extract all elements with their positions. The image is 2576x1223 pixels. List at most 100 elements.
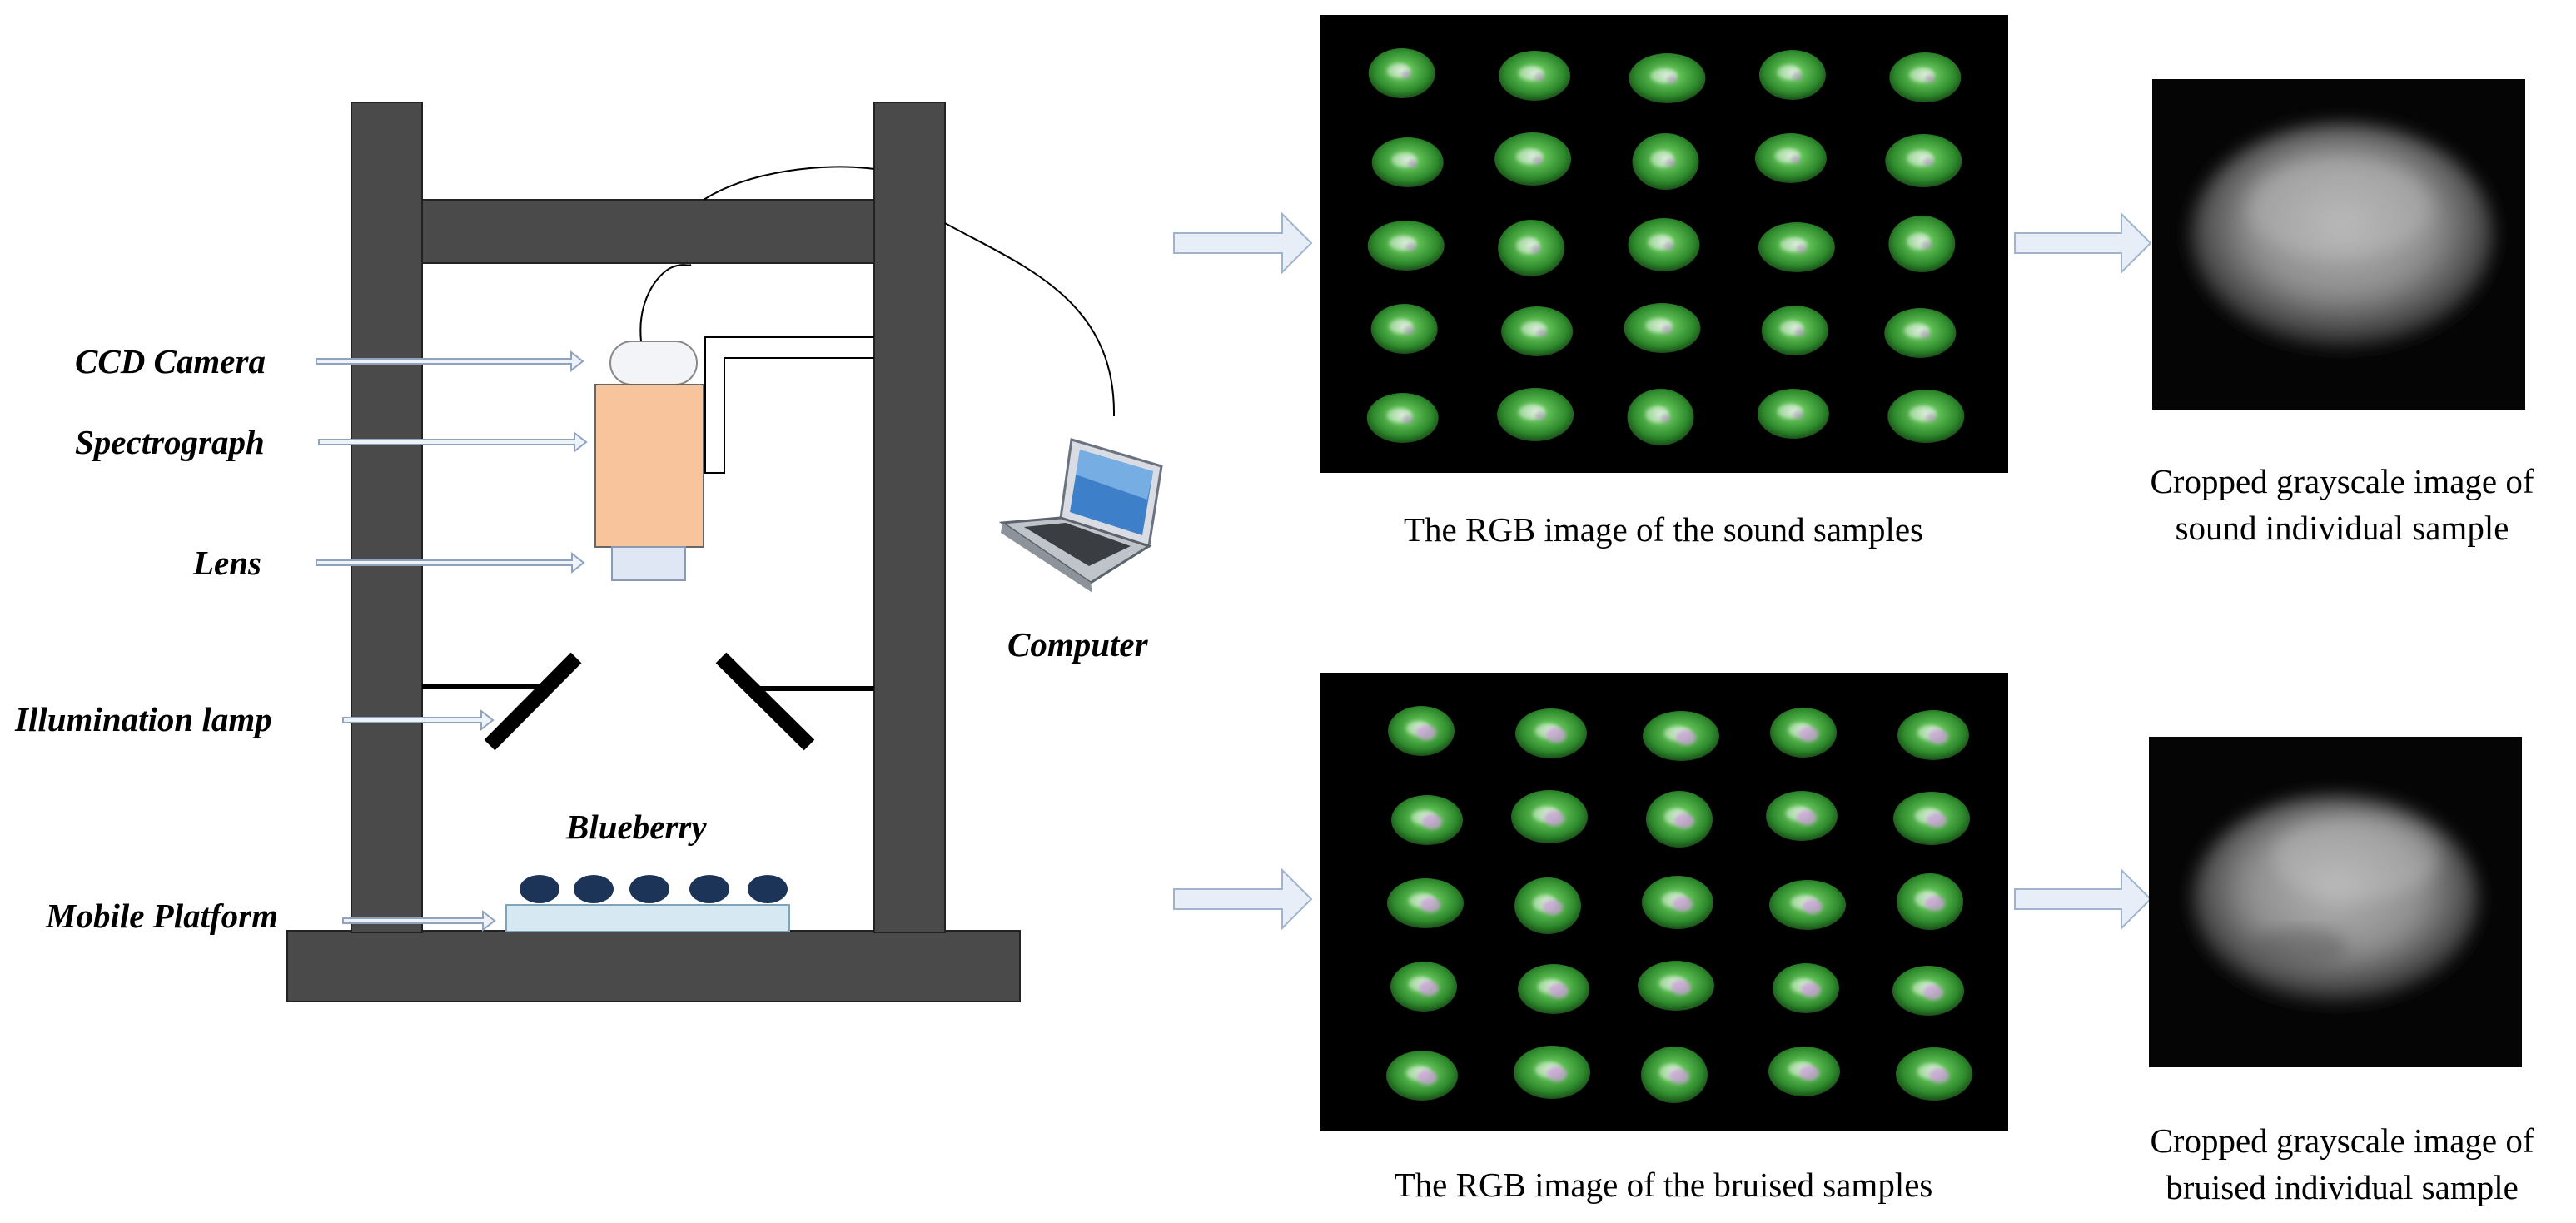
illumination-lamp-right — [715, 652, 815, 751]
flow-arrow-to-rgb-bruised — [1173, 868, 1313, 931]
flow-arrow-to-gray-bruised — [2014, 868, 2152, 931]
rgb-bruised-sample-4-2 — [1518, 964, 1589, 1014]
rgb-sound-sample-3-1 — [1367, 221, 1445, 271]
label-illumination-lamp: Illumination lamp — [14, 700, 272, 738]
caption-gray-sound-line2: sound individual sample — [2176, 509, 2509, 547]
rgb-sound-sample-1-5 — [1889, 52, 1962, 102]
rgb-bruised-sample-grid — [1386, 706, 1972, 1103]
rgb-sound-sample-1-2 — [1499, 51, 1571, 101]
rgb-bruised-sample-1-4 — [1770, 708, 1837, 758]
blueberry-3 — [629, 875, 669, 903]
label-mobile-platform: Mobile Platform — [45, 897, 278, 935]
frame-right-pillar — [873, 102, 946, 933]
laptop-keyboard — [1024, 523, 1131, 566]
laptop-icon — [998, 438, 1163, 593]
rgb-bruised-sample-4-1 — [1390, 962, 1457, 1012]
rgb-bruised-sample-3-4 — [1769, 880, 1846, 930]
flow-arrow-to-rgb-sound — [1173, 211, 1313, 275]
label-computer: Computer — [1007, 625, 1149, 664]
caption-rgb-bruised: The RGB image of the bruised samples — [1395, 1166, 1933, 1204]
frame-base — [286, 930, 1021, 1002]
gray-image-sound — [2152, 79, 2525, 410]
label-ccd-camera: CCD Camera — [75, 342, 266, 380]
rgb-bruised-sample-2-4 — [1766, 791, 1838, 841]
rgb-sound-sample-3-5 — [1888, 216, 1956, 272]
rgb-bruised-sample-3-1 — [1387, 878, 1464, 928]
rgb-sound-sample-3-3 — [1628, 218, 1700, 271]
rgb-sound-sample-5-2 — [1497, 388, 1574, 441]
rgb-sound-sample-1-4 — [1758, 50, 1826, 100]
rgb-sound-sample-4-5 — [1884, 308, 1957, 358]
rgb-bruised-sample-5-1 — [1386, 1051, 1458, 1101]
caption-gray-bruised-line1: Cropped grayscale image of — [2150, 1121, 2534, 1160]
rgb-bruised-sample-5-5 — [1896, 1047, 1972, 1101]
rgb-bruised-sample-5-2 — [1514, 1046, 1590, 1099]
arrow-lens — [316, 551, 585, 574]
gray-bruised-spot — [2248, 929, 2348, 969]
flow-arrows — [1173, 211, 2152, 931]
rgb-sound-sample-5-3 — [1627, 389, 1694, 445]
rgb-bruised-sample-2-1 — [1391, 795, 1463, 845]
illumination-lamp-left — [484, 652, 582, 751]
rgb-image-sound — [1320, 15, 2008, 473]
rgb-sound-sample-2-1 — [1371, 137, 1444, 187]
rgb-sound-sample-5-1 — [1366, 393, 1439, 443]
rgb-bruised-sample-1-5 — [1897, 710, 1969, 760]
rgb-bruised-sample-3-5 — [1897, 873, 1963, 930]
rgb-bruised-sample-1-3 — [1643, 711, 1719, 761]
label-blueberry: Blueberry — [565, 808, 707, 846]
lens-box — [611, 546, 686, 581]
arrow-spectrograph — [318, 430, 588, 454]
blueberry-5 — [748, 875, 788, 903]
rgb-sound-sample-grid — [1366, 48, 1965, 445]
arrow-mobile-platform — [342, 909, 496, 932]
ccd-camera — [609, 341, 698, 385]
flow-arrow-to-gray-sound — [2014, 211, 2152, 275]
gray-sound-highlight — [2248, 158, 2431, 258]
rgb-sound-sample-4-4 — [1761, 306, 1828, 355]
blueberry-2 — [574, 875, 614, 903]
caption-gray-sound-line1: Cropped grayscale image of — [2150, 462, 2534, 500]
rgb-sound-sample-4-3 — [1624, 303, 1701, 353]
label-lens: Lens — [192, 544, 261, 582]
rgb-bruised-sample-3-2 — [1514, 877, 1581, 934]
blueberry-4 — [689, 875, 729, 903]
imaging-apparatus: CCD Camera Spectrograph Lens Illuminatio… — [14, 102, 1163, 1002]
rgb-sound-sample-4-2 — [1501, 306, 1574, 356]
computer-cable — [944, 222, 1116, 417]
rgb-bruised-sample-4-4 — [1773, 963, 1839, 1013]
frame-crossbar — [421, 199, 875, 264]
rgb-bruised-sample-2-2 — [1511, 790, 1588, 843]
rgb-sound-sample-5-4 — [1757, 389, 1829, 439]
top-cable — [703, 166, 875, 201]
caption-rgb-sound: The RGB image of the sound samples — [1404, 510, 1923, 549]
rgb-sound-sample-2-3 — [1632, 133, 1699, 190]
arrow-ccd-camera — [316, 350, 584, 373]
spectrograph-cable-inner — [704, 357, 874, 474]
rgb-bruised-sample-1-2 — [1515, 708, 1587, 758]
frame-left-pillar — [351, 102, 423, 933]
spectrograph-box — [594, 384, 704, 548]
camera-cable — [639, 264, 692, 342]
rgb-bruised-sample-4-5 — [1892, 966, 1964, 1016]
rgb-bruised-sample-4-3 — [1638, 961, 1714, 1011]
blueberry-1 — [520, 875, 559, 903]
gray-image-bruised — [2149, 737, 2522, 1067]
rgb-sound-sample-1-1 — [1368, 48, 1435, 98]
rgb-sound-sample-2-5 — [1885, 134, 1962, 187]
mobile-platform — [505, 904, 790, 932]
blueberries — [520, 875, 788, 903]
rgb-sound-sample-3-4 — [1758, 222, 1835, 272]
rgb-bruised-sample-1-1 — [1388, 706, 1455, 756]
label-spectrograph: Spectrograph — [75, 423, 265, 461]
label-arrows — [316, 350, 588, 932]
laptop-screen-glare — [1076, 450, 1153, 500]
rgb-sound-sample-2-2 — [1494, 132, 1572, 186]
rgb-bruised-sample-2-3 — [1646, 791, 1713, 848]
laptop-front-edge — [1001, 523, 1092, 593]
gray-bruised-highlight — [2273, 816, 2439, 899]
rgb-bruised-sample-2-5 — [1893, 792, 1970, 845]
rgb-image-bruised — [1320, 673, 2008, 1131]
rgb-sound-sample-3-2 — [1498, 220, 1565, 276]
